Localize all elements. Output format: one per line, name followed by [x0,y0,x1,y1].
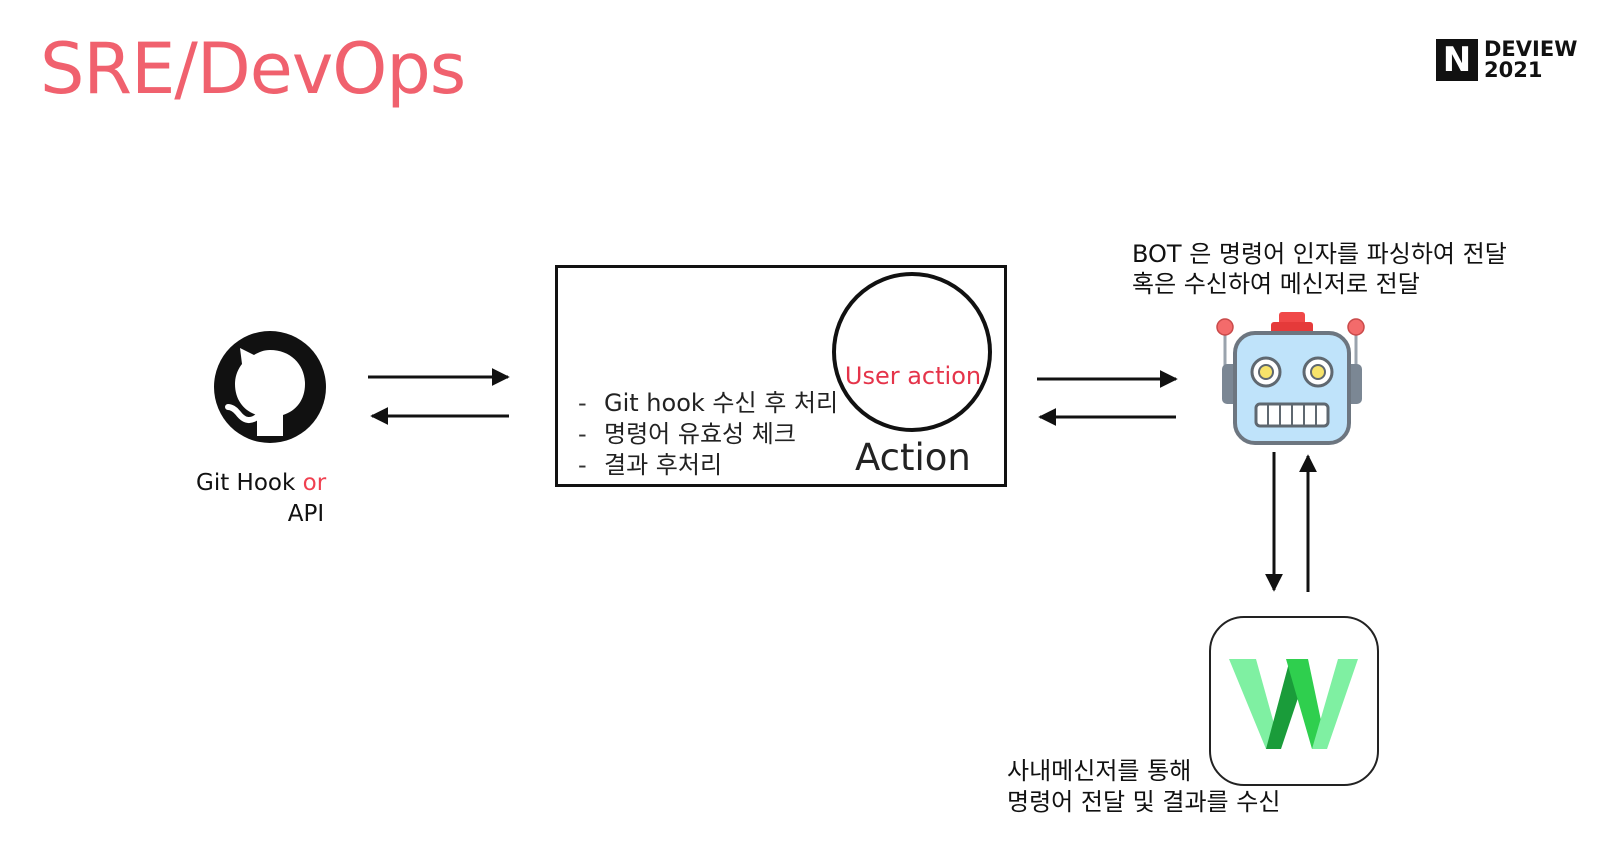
messenger-caption-line-1: 사내메신저를 통해 [1007,757,1192,785]
git-hook-text: Git Hook [196,470,303,496]
page-title: SRE/DevOps [40,28,466,110]
logo-n-mark: N [1436,39,1478,81]
action-step-list: Git hook 수신 후 처리 명령어 유효성 체크 결과 후처리 [578,388,838,481]
user-action-label: User action [844,362,982,390]
github-caption: Git Hook or API [196,468,326,530]
list-item: Git hook 수신 후 처리 [578,388,838,419]
deview-logo: N DEVIEW 2021 [1436,39,1577,81]
action-label: Action [855,436,971,479]
works-messenger-app-icon [1209,616,1379,786]
step-text: 명령어 유효성 체크 [604,420,796,448]
bot-caption: BOT 은 명령어 인자를 파싱하여 전달 혹은 수신하여 메신저로 전달 [1132,239,1507,299]
messenger-caption-line-2: 명령어 전달 및 결과를 수신 [1007,788,1281,816]
logo-line-2: 2021 [1484,58,1543,82]
or-text: or [302,470,327,496]
user-action-circle [832,272,992,432]
robot-icon [1216,312,1365,445]
github-octocat-icon [214,331,326,443]
messenger-caption: 사내메신저를 통해 명령어 전달 및 결과를 수신 [1007,756,1280,818]
bot-caption-line-1: BOT 은 명령어 인자를 파싱하여 전달 [1132,240,1507,268]
logo-line-1: DEVIEW [1484,37,1578,61]
api-text: API [287,501,325,527]
step-text: 결과 후처리 [604,451,723,479]
step-text: Git hook 수신 후 처리 [604,389,839,417]
logo-wordmark: DEVIEW 2021 [1484,39,1577,81]
list-item: 명령어 유효성 체크 [578,419,838,450]
bot-caption-line-2: 혹은 수신하여 메신저로 전달 [1132,270,1420,298]
list-item: 결과 후처리 [578,450,838,481]
